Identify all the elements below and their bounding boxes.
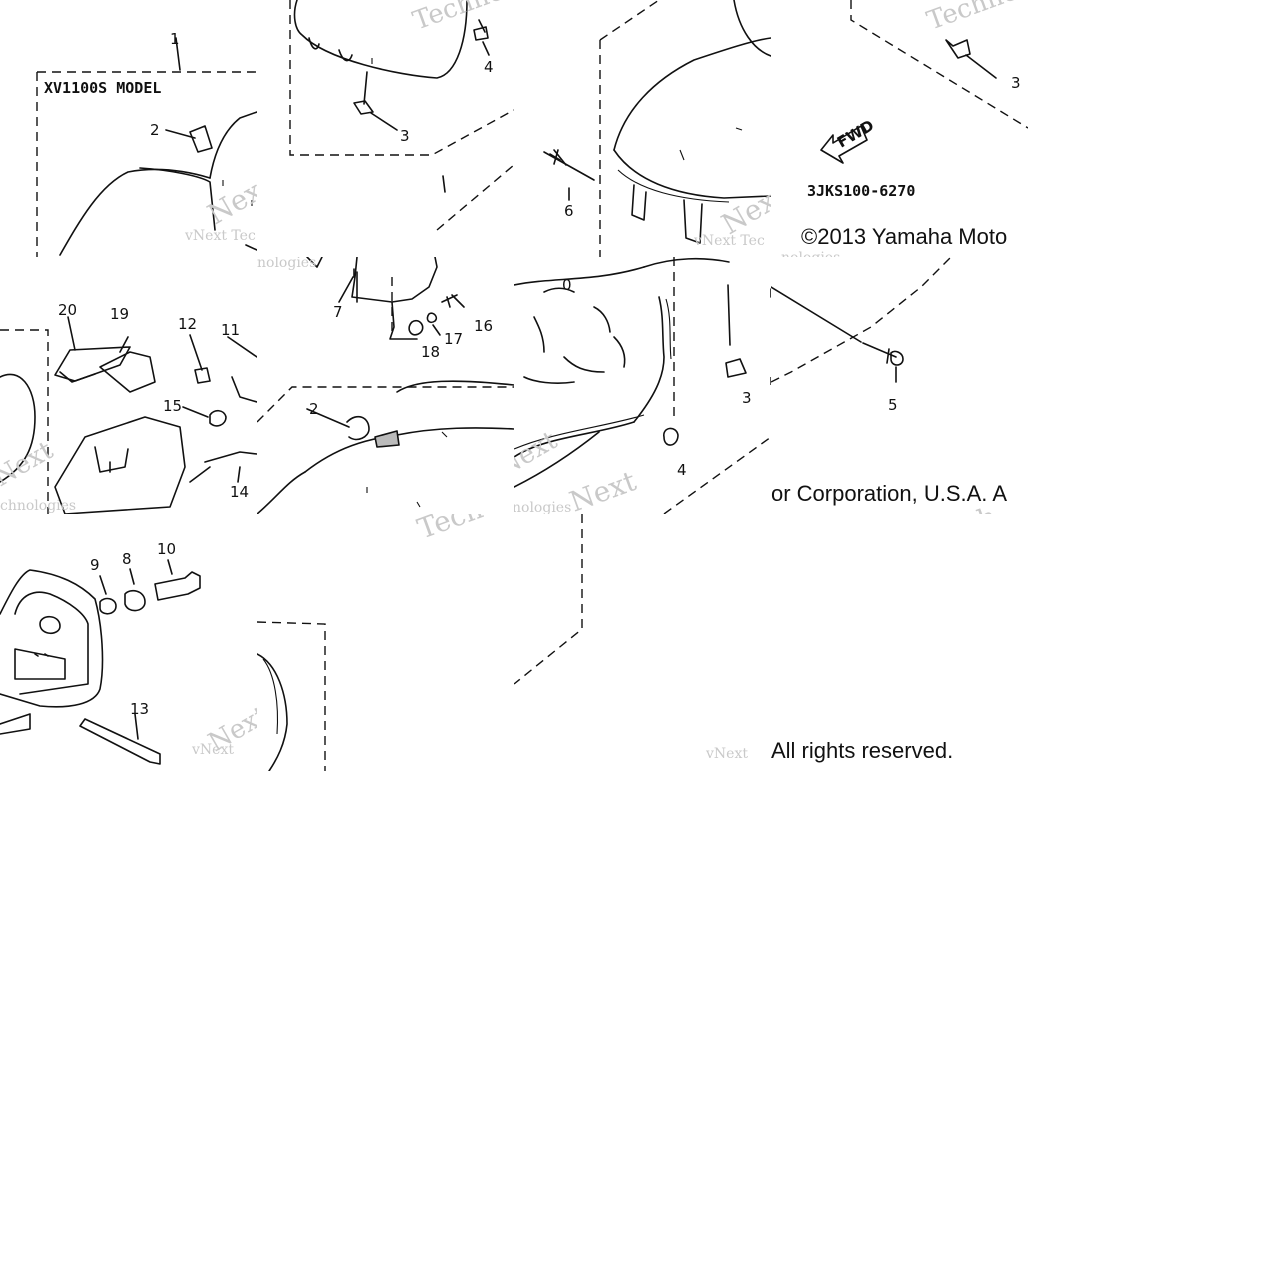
diagram-tile-dual-seat-rear: 6 vNext Tec Next <box>514 0 771 257</box>
diagram-tile-bracket-hardware: 7 16 17 18 2 nologies <box>257 257 514 514</box>
watermark-text: Tech <box>413 514 487 546</box>
part-code: 3JKS100-6270 <box>807 182 915 200</box>
callout-6: 6 <box>564 202 574 220</box>
model-label: XV1100S MODEL <box>44 79 161 97</box>
copyright-line-2: or Corporation, U.S.A. A <box>771 481 1007 506</box>
callout-19: 19 <box>110 305 129 323</box>
callout-17: 17 <box>444 330 463 348</box>
callout-4: 4 <box>484 58 494 76</box>
callout-2: 2 <box>150 121 160 139</box>
watermark-text: Next <box>565 464 641 514</box>
callout-14: 14 <box>230 483 249 501</box>
callout-12: 12 <box>178 315 197 333</box>
diagram-tile-fwd-code: 3 FWD 3JKS100-6270 Techno nologies ©2013… <box>771 0 1028 257</box>
callout-11: 11 <box>221 321 240 339</box>
diagram-tile-storage-lock: 9 8 10 13 vNext Next <box>0 514 257 771</box>
watermark-text: nologies <box>514 500 571 514</box>
callout-15: 15 <box>163 397 182 415</box>
watermark-text: vNext <box>191 742 234 758</box>
callout-3: 3 <box>400 127 410 145</box>
callout-5: 5 <box>888 396 898 414</box>
callout-10: 10 <box>157 540 176 558</box>
callout-3: 3 <box>742 389 752 407</box>
diagram-tile-outline: vNext <box>514 514 771 771</box>
diagram-tile-dual-seat-center: 0 3 4 Next nologies Next <box>514 257 771 514</box>
callout-3: 3 <box>1011 74 1021 92</box>
callout-16: 16 <box>474 317 493 335</box>
watermark-text: nologies <box>781 250 840 257</box>
diagram-tile-tandem-strap: 20 19 12 11 15 14 Next chnologies <box>0 257 257 514</box>
callout-4: 4 <box>677 461 687 479</box>
watermark-text: vNext Tec <box>184 228 256 244</box>
diagram-tile-solo-seat: 3 4 Techno <box>257 0 514 257</box>
watermark-text: Next <box>0 435 59 493</box>
callout-8: 8 <box>122 550 132 568</box>
callout-2: 2 <box>309 400 319 418</box>
watermark-text: vNext Tec <box>693 233 765 249</box>
callout-9: 9 <box>90 556 100 574</box>
diagram-tile-seat-edge: Tech <box>257 514 514 771</box>
copyright-line-1: ©2013 Yamaha Moto <box>801 224 1008 249</box>
callout-20: 20 <box>58 301 77 319</box>
copyright-line-3: All rights reserved. <box>771 738 954 763</box>
callout-0: 0 <box>562 276 572 294</box>
watermark-text: Techno <box>409 0 508 37</box>
callout-18: 18 <box>421 343 440 361</box>
callout-7: 7 <box>333 303 343 321</box>
watermark-text: vNext <box>705 746 748 762</box>
watermark-text: chnologies <box>0 498 76 514</box>
diagram-tile-xv1100s-seat: XV1100S MODEL 1 2 3 vNext Tec Next <box>0 0 257 257</box>
watermark-text: nologies <box>257 257 316 271</box>
diagram-tile-copyright: All rights reserved. <box>771 514 1028 771</box>
diagram-tile-front-bolt: 5 Tech or Corporation, U.S.A. A <box>771 257 1028 514</box>
watermark-text: Techno <box>923 0 1022 37</box>
callout-1: 1 <box>170 30 180 48</box>
watermark-text: Next <box>716 178 771 241</box>
callout-13: 13 <box>130 700 149 718</box>
